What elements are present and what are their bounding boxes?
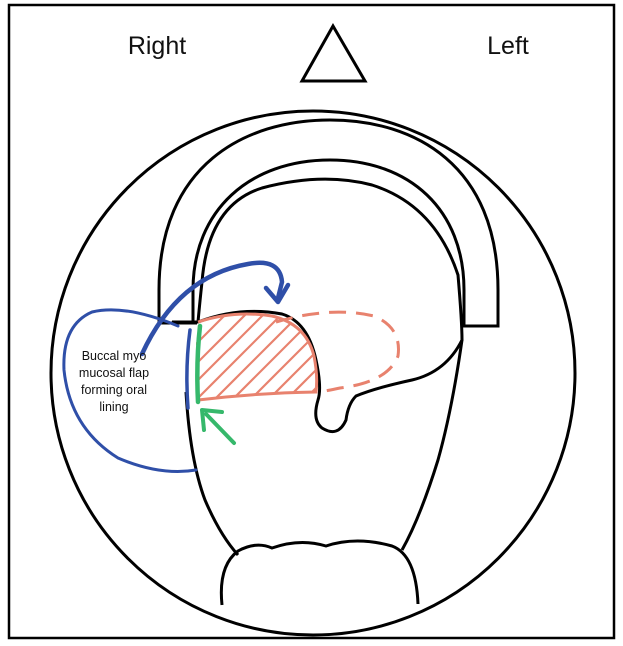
- oral-cavity-outline: [172, 179, 462, 431]
- mucosal-edge-line: [197, 326, 200, 402]
- flap-edge-line: [187, 330, 190, 408]
- left-side-label: Left: [487, 32, 529, 60]
- flap-callout: Buccal myo mucosal flap forming oral lin…: [79, 349, 149, 414]
- arrow-icon: [202, 410, 234, 443]
- lower-lip-outline: [221, 541, 418, 605]
- callout-line-4: lining: [99, 400, 128, 414]
- callout-line-1: Buccal myo: [82, 349, 147, 363]
- callout-line-2: mucosal flap: [79, 366, 149, 380]
- triangle-icon: [302, 26, 365, 81]
- curved-arrow-icon: [142, 263, 288, 354]
- dental-arch-outline: [159, 120, 498, 326]
- tongue-right-side: [186, 392, 238, 555]
- right-side-label: Right: [128, 32, 186, 60]
- callout-line-3: forming oral: [81, 383, 147, 397]
